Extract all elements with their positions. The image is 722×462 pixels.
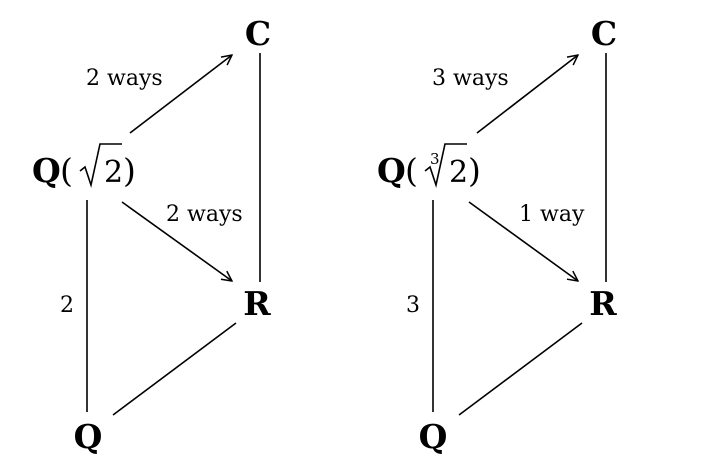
right-diagram: C R Q Q ( 3 2 ) 3 ways 1 way 3 [377, 14, 617, 456]
right-label-field-to-Q: 3 [406, 293, 420, 318]
right-field-paren-close: ) [468, 151, 481, 190]
left-node-Q: Q [74, 417, 103, 456]
right-field-bold-letter: Q [377, 151, 406, 190]
right-field-radicand: 2 [449, 155, 468, 190]
right-arrow-field-to-C [476, 55, 578, 134]
left-arrow-field-to-R [121, 201, 232, 281]
left-node-field: Q ( 2 ) [32, 143, 136, 190]
right-field-paren-open: ( [405, 151, 418, 190]
right-label-field-to-C: 3 ways [432, 66, 509, 91]
left-field-radicand: 2 [104, 155, 123, 190]
left-field-paren-close: ) [123, 151, 136, 190]
right-line-Q-to-R [458, 322, 583, 416]
right-cuberoot-sign [424, 143, 467, 189]
left-label-field-to-C: 2 ways [86, 66, 163, 91]
left-field-bold-letter: Q [32, 151, 61, 190]
right-node-R: R [589, 284, 617, 323]
left-sqrt-sign [79, 143, 122, 189]
right-node-C: C [591, 14, 617, 53]
right-node-field: Q ( 3 2 ) [377, 143, 481, 190]
right-arrow-field-to-R [468, 201, 578, 281]
right-label-field-to-R: 1 way [519, 202, 585, 227]
right-node-Q: Q [419, 417, 448, 456]
right-field-root-index: 3 [430, 150, 440, 168]
left-node-R: R [243, 284, 271, 323]
left-label-field-to-Q: 2 [60, 293, 74, 318]
left-line-Q-to-R [112, 322, 237, 416]
left-field-paren-open: ( [60, 151, 73, 190]
left-label-field-to-R: 2 ways [166, 202, 243, 227]
left-diagram: C R Q Q ( 2 ) 2 ways 2 ways 2 [32, 14, 271, 456]
left-arrow-field-to-C [129, 55, 232, 134]
left-node-C: C [245, 14, 271, 53]
